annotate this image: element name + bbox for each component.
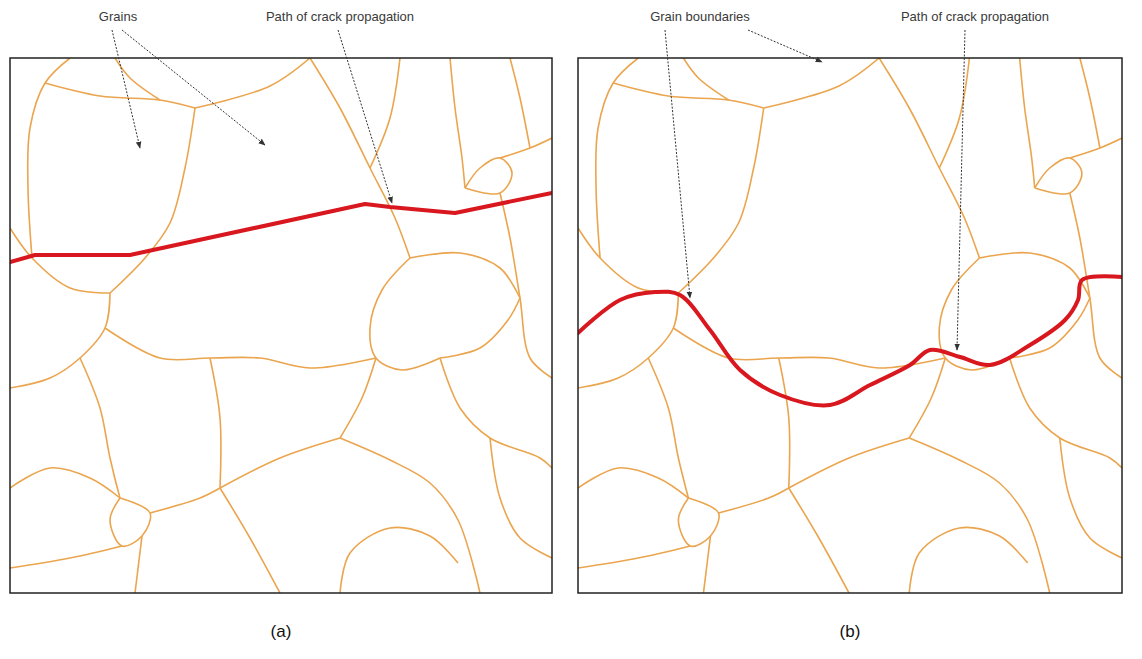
callout-label: Path of crack propagation (901, 9, 1049, 24)
grain-boundary (719, 488, 789, 513)
grain-boundary (789, 488, 849, 593)
grain-boundary (703, 536, 710, 593)
grain-boundary (683, 58, 728, 100)
grain-boundary (450, 58, 465, 188)
grain-boundary (578, 293, 678, 388)
grain-boundary (909, 438, 1050, 593)
grain-boundary (220, 488, 280, 593)
panel-frame (578, 58, 1122, 593)
grain-boundary (613, 83, 764, 108)
grain-boundary (10, 293, 110, 388)
callout-label: Grain boundaries (650, 9, 750, 24)
grain-boundary (340, 438, 480, 593)
grain-boundary (1020, 58, 1035, 188)
grain-boundary (578, 468, 688, 498)
grain-boundary (135, 536, 142, 593)
leader-line (748, 30, 822, 62)
grain-boundary (490, 438, 552, 558)
grain-boundary (500, 193, 552, 378)
grain-boundary (440, 298, 520, 358)
panel-caption: (b) (840, 622, 861, 642)
grain-boundary (220, 438, 340, 488)
grain-boundary (10, 468, 120, 498)
grain-boundary (500, 138, 552, 158)
grain-boundary (310, 58, 410, 258)
grain-boundary (440, 358, 552, 468)
grain-boundary (939, 58, 969, 168)
grain-boundary (80, 358, 120, 498)
crack-path (10, 193, 552, 262)
grain-boundary (1070, 138, 1122, 158)
grain-boundary (110, 108, 195, 293)
grain-boundary (340, 358, 376, 438)
grain-boundary (909, 358, 945, 438)
grain-boundary (150, 488, 220, 513)
grain-boundary (370, 58, 400, 168)
grain-boundary (10, 228, 110, 293)
grain-boundary (779, 358, 790, 488)
grain-boundary (879, 58, 979, 258)
grain-boundary (678, 498, 719, 546)
panel-caption: (a) (271, 622, 292, 642)
leader-line (957, 30, 965, 350)
grain-panel (10, 58, 552, 593)
panel-frame (10, 58, 552, 593)
grain-boundary (510, 58, 530, 148)
grain-boundary (105, 328, 376, 368)
callout-label: Grains (99, 9, 137, 24)
grain-boundary (45, 83, 195, 108)
grain-boundary (789, 438, 909, 488)
grain-boundary (10, 546, 122, 568)
leader-line (112, 30, 140, 148)
grain-boundary (115, 58, 160, 100)
grain-boundary (909, 527, 1027, 593)
leader-line (122, 30, 265, 145)
grain-boundary (1060, 438, 1122, 558)
grain-boundary (195, 58, 310, 108)
grain-boundary (465, 158, 512, 194)
crack-path (578, 276, 1122, 405)
grain-boundary (340, 527, 458, 593)
grain-boundary (578, 546, 690, 568)
grain-boundary (678, 108, 763, 293)
grain-boundary (764, 58, 879, 108)
grain-boundary (210, 358, 221, 488)
grain-boundary (1035, 158, 1082, 194)
callout-label: Path of crack propagation (266, 9, 414, 24)
leader-line (665, 30, 690, 298)
leader-line (338, 30, 392, 203)
grain-boundary (979, 253, 1089, 298)
grain-boundary (410, 253, 520, 298)
grain-boundary (648, 358, 688, 498)
grain-boundary (110, 498, 151, 546)
grain-boundary (1080, 58, 1100, 148)
grain-boundary (578, 228, 678, 293)
grain-boundary (1010, 358, 1122, 468)
grain-panel (578, 58, 1122, 593)
grain-boundary (370, 258, 440, 370)
